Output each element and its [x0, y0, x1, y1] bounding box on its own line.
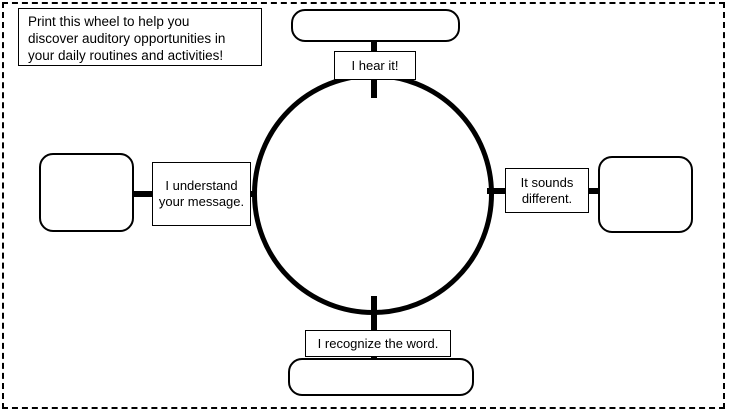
blank-box-top[interactable] [291, 9, 460, 42]
instruction-line-1: Print this wheel to help you [28, 14, 190, 29]
blank-box-bottom[interactable] [288, 358, 474, 396]
blank-box-left[interactable] [39, 153, 134, 232]
instruction-line-2: discover auditory opportunities in [28, 31, 226, 46]
label-box-top: I hear it! [334, 51, 416, 80]
label-box-left: I understand your message. [152, 162, 251, 226]
label-box-right: It sounds different. [505, 168, 589, 213]
instruction-box: Print this wheel to help you discover au… [18, 8, 262, 66]
label-box-bottom: I recognize the word. [305, 330, 451, 357]
connector-left-inner [247, 191, 257, 197]
connector-right-outer [586, 188, 601, 194]
instruction-line-3: your daily routines and activities! [28, 48, 224, 63]
connector-left-outer [130, 191, 155, 197]
connector-top-outer [371, 40, 377, 53]
wheel-circle [252, 73, 494, 315]
connector-top-inner [371, 78, 377, 98]
blank-box-right[interactable] [598, 156, 693, 233]
connector-right-inner [487, 188, 508, 194]
connector-bottom-inner [371, 296, 377, 332]
